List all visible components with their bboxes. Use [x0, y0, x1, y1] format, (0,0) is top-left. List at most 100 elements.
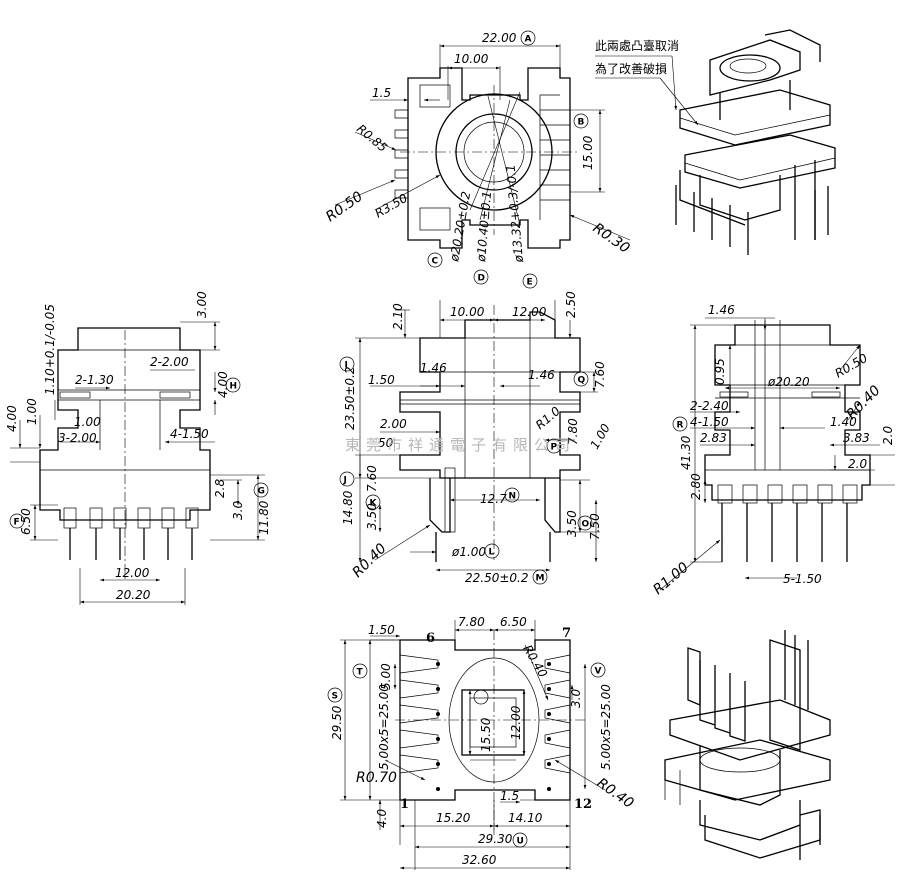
radius-1-00: R1.00	[650, 559, 692, 598]
circle-label-n: N	[504, 487, 520, 503]
dim-12-7: 12.7	[480, 492, 507, 506]
circle-label-f: F	[9, 513, 25, 529]
svg-text:E: E	[527, 278, 533, 288]
dim-5-00: 5.00	[379, 663, 393, 690]
radius-3-50: R3.50	[373, 191, 411, 221]
dim-7-60: 7.60	[365, 465, 379, 492]
svg-text:S: S	[332, 692, 338, 702]
dim-1-10: 1.10+0.1/-0.05	[43, 304, 57, 395]
dim-1-00-b: 1.00	[25, 398, 39, 425]
svg-text:U: U	[517, 837, 524, 847]
isometric-view-top	[675, 29, 836, 255]
radius-1-0: R1.0	[533, 404, 563, 433]
dim-11-80: 11.80	[257, 500, 271, 535]
dia-20-20: ø20.20	[767, 375, 810, 389]
radius-0-40: R0.40	[844, 383, 884, 423]
radius-0-40-b: R0.40	[594, 775, 637, 812]
dim-2x2-00: 2-2.00	[150, 355, 189, 369]
dim-10-00: 10.00	[450, 305, 485, 319]
dim-12-00: 12.00	[512, 305, 547, 319]
dim-2-8: 2.8	[213, 479, 227, 498]
company-watermark: 東莞市祥通電子有限公司	[345, 436, 570, 454]
dim-14-80: 14.80	[341, 490, 355, 525]
dim-2-0-a: 2.0	[881, 426, 895, 445]
dim-7-80: 7.80	[458, 615, 485, 629]
dim-3-50-a: 3.50	[365, 503, 379, 530]
dim-5x1-50: 5-1.50	[783, 572, 822, 586]
svg-text:V: V	[595, 667, 602, 677]
dim-12-00: 12.00	[509, 705, 523, 740]
dim-41-30: 41.30	[679, 435, 693, 470]
circle-label-e: E	[522, 273, 538, 289]
svg-text:K: K	[370, 499, 378, 509]
circle-label-s: S	[327, 687, 343, 703]
svg-text:O: O	[582, 520, 590, 530]
pin-label-6: 6	[426, 631, 435, 646]
pin-label-7: 7	[562, 626, 571, 641]
dim-1-46-a: 1.46	[420, 361, 447, 375]
dim-4-0: 4.0	[375, 809, 389, 828]
dim-3-50-b: 3.50	[565, 510, 579, 537]
svg-text:R: R	[677, 421, 684, 431]
svg-text:M: M	[536, 574, 545, 584]
dim-2x1-30: 2-1.30	[75, 373, 114, 387]
dim-1-5: 1.5	[500, 789, 519, 803]
circle-label-a: A	[520, 30, 536, 46]
dim-22: 22.00	[482, 31, 517, 45]
circle-label-c: C	[427, 252, 443, 268]
dim-12-00: 12.00	[115, 566, 150, 580]
circle-label-g: G	[253, 482, 269, 498]
bottom-view: 1.50 7.80 6.50 5.00 29.50 5.00x5=25.00 5…	[330, 615, 636, 870]
svg-text:T: T	[357, 668, 364, 678]
dim-4-00: 4.00	[5, 405, 19, 432]
dim-23-50: 23.50±0.2	[343, 367, 357, 431]
note-line-2: 為了改善破損	[595, 61, 667, 76]
dim-6-50: 6.50	[500, 615, 527, 629]
pin-label-1: 1	[400, 797, 409, 812]
dim-2-80: 2.80	[689, 473, 703, 500]
dim-3x2-00: 3-2.00	[58, 431, 97, 445]
side-view-right: 1.46 R0.50 0.95 ø20.20 41.30 2-2.40 4-1.…	[650, 303, 895, 598]
dim-7-60-r: 7.60	[593, 361, 607, 388]
dim-2-50: 2.50	[564, 291, 578, 318]
circle-label-r: R	[672, 416, 688, 432]
dim-2-00: 2.00	[380, 417, 407, 431]
dim-3-0: 3.0	[231, 501, 245, 520]
dim-1-46: 1.46	[708, 303, 735, 317]
dim-22-50: 22.50±0.2	[465, 571, 529, 585]
svg-text:G: G	[258, 487, 265, 497]
dim-0-95: 0.95	[713, 358, 727, 385]
top-view: 22.00 10.00 1.5 15.00 R0.85 R0.50 R3.50 …	[323, 31, 632, 264]
revision-note: 此兩處凸臺取消 為了改善破損	[595, 38, 699, 126]
circle-label-q-bottom	[473, 689, 489, 705]
svg-text:H: H	[230, 382, 238, 392]
svg-text:F: F	[14, 518, 20, 528]
circle-label-l: L	[484, 543, 500, 559]
dim-5x5-left: 5.00x5=25.00	[377, 684, 391, 770]
dim-1-50: 1.50	[368, 373, 395, 387]
dim-14-10: 14.10	[508, 811, 543, 825]
dim-1-5: 1.5	[372, 86, 391, 100]
dia-13-32: ø13.32+0.3/-0.1	[503, 164, 526, 264]
dim-4x1-50: 4-1.50	[690, 415, 729, 429]
circle-label-u: U	[512, 832, 528, 848]
circle-label-d: D	[473, 269, 489, 285]
circle-label-p: P	[546, 438, 562, 454]
dim-6-50: 6.50	[19, 508, 33, 535]
dim-15: 15.00	[581, 135, 595, 170]
svg-text:N: N	[509, 492, 517, 502]
dim-2-83: 2.83	[700, 431, 727, 445]
dim-15-20: 15.20	[436, 811, 471, 825]
circle-label-h: H	[225, 377, 241, 393]
dim-5x5-right: 5.00x5=25.00	[599, 684, 613, 770]
dim-4x1-50: 4-1.50	[170, 427, 209, 441]
dim-7-50: 7.50	[588, 513, 602, 540]
svg-text:P: P	[551, 443, 558, 453]
radius-0-40: R0.40	[350, 541, 390, 581]
circle-label-v: V	[590, 662, 606, 678]
dim-4-00-h: 4.00	[216, 371, 230, 398]
svg-text:C: C	[432, 257, 439, 267]
side-view-left: 3.00 1.10+0.1/-0.05 2-2.00 2-1.30 4.00 1…	[5, 291, 271, 605]
svg-text:Q: Q	[578, 376, 586, 386]
